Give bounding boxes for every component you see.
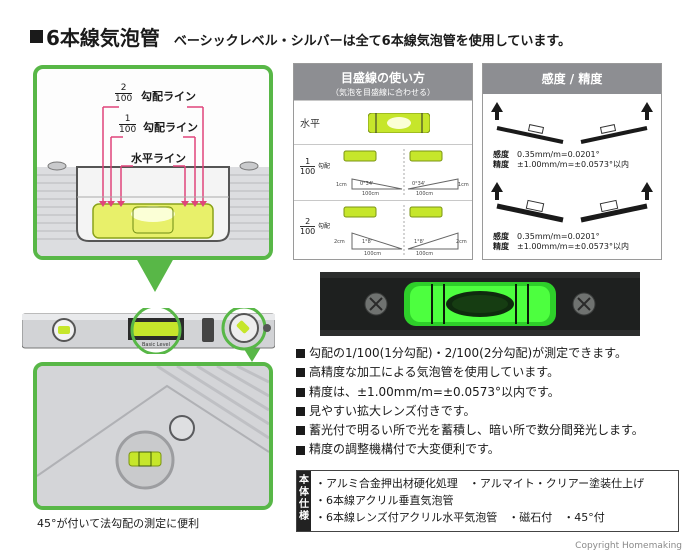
slope-angle-label: 0°34' <box>412 181 426 187</box>
page-title: 6本線気泡管 <box>46 26 160 50</box>
vial-closeup-panel: 2 100 勾配ライン 1 100 勾配ライン 水平ライン <box>33 65 273 260</box>
feature-item: 蓄光付で明るい所で光を蓄積し、暗い所で数分間発光します。 <box>296 421 696 440</box>
slope-base-label: 100cm <box>362 191 380 197</box>
precision-value: ±1.00mm/m=±0.0573°以内 <box>517 160 629 169</box>
feature-text: 勾配の1/100(1分勾配)・2/100(2分勾配)が測定できます。 <box>309 346 627 360</box>
bullet-square-icon <box>296 426 305 436</box>
sensitivity-box: 感度 / 精度 感度 0.35mm/m=0.0201° 精度 ±1.00mm/m… <box>482 63 662 260</box>
glowing-vial-photo <box>320 272 640 336</box>
spec-tag-char: 様 <box>299 511 309 522</box>
usage-box-header: 目盛線の使い方 （気泡を目盛線に合わせる） <box>294 64 472 100</box>
slope-height-label: 2cm <box>334 239 345 245</box>
page-subtitle: ベーシックレベル・シルバーは全て6本線気泡管を使用しています。 <box>173 34 572 49</box>
feature-text: 精度の調整機構付で大変便利です。 <box>309 442 500 457</box>
feature-item: 精度は、±1.00mm/m=±0.0573°以内です。 <box>296 383 696 402</box>
spec-tag-char: 体 <box>299 487 309 498</box>
vial-closeup-illustration <box>37 106 269 256</box>
feature-text: 精度は、±1.00mm/m=±0.0573°以内です。 <box>309 384 560 399</box>
sensitivity-box-header: 感度 / 精度 <box>483 64 661 94</box>
label-level-line: 水平ライン <box>131 152 186 165</box>
feature-item: 精度の調整機構付で大変便利です。 <box>296 440 696 459</box>
usage-row-label: 水平 <box>300 119 320 130</box>
bullet-square-icon <box>296 407 305 417</box>
fraction-denominator: 100 <box>119 125 137 135</box>
fraction-numerator: 1 <box>119 114 137 125</box>
slope-angle-label: 1°8' <box>362 239 373 245</box>
precision-label: 精度 <box>493 242 509 251</box>
sensitivity-text-1: 感度 0.35mm/m=0.0201° 精度 ±1.00mm/m=±0.0573… <box>493 150 629 170</box>
usage-box: 目盛線の使い方 （気泡を目盛線に合わせる） 水平 1 100 勾配 1cm 0°… <box>293 63 473 260</box>
fraction-denominator: 100 <box>300 227 316 236</box>
level-tool-illustration: Basic Level <box>21 304 276 356</box>
spec-tag: 本 体 仕 様 <box>297 471 311 531</box>
fraction-denominator: 100 <box>300 167 316 176</box>
feature-text: 見やすい拡大レンズ付きです。 <box>309 403 476 418</box>
sensitivity-text-2: 感度 0.35mm/m=0.0201° 精度 ±1.00mm/m=±0.0573… <box>493 232 629 252</box>
slope-2-diagram <box>343 205 459 255</box>
usage-row-1-100: 1 100 勾配 1cm 0°34' 100cm 0°34' 100cm 1cm <box>294 144 472 200</box>
fraction-denominator: 100 <box>115 94 133 104</box>
title-bar: 6本線気泡管 ベーシックレベル・シルバーは全て6本線気泡管を使用しています。 <box>30 22 571 50</box>
glowing-vial-illustration <box>320 272 640 336</box>
sensitivity-label: 感度 <box>493 150 509 159</box>
bullet-square-icon <box>296 387 305 397</box>
connector-arrow-icon <box>136 258 174 292</box>
slope-height-label: 2cm <box>456 239 467 245</box>
feature-text: 蓄光付で明るい所で光を蓄積し、暗い所で数分間発光します。 <box>309 423 644 438</box>
level-tool-image: Basic Level <box>21 304 276 356</box>
feature-text: 高精度な加工による気泡管を使用しています。 <box>309 365 560 380</box>
bullet-square-icon <box>296 349 305 359</box>
usage-box-subtitle: （気泡を目盛線に合わせる） <box>331 88 435 97</box>
spec-line: ・6本線レンズ付アクリル水平気泡管 ・磁石付 ・45°付 <box>315 511 605 524</box>
feature-item: 見やすい拡大レンズ付きです。 <box>296 402 696 421</box>
bullet-square-icon <box>296 368 305 378</box>
spec-lines: ・アルミ合金押出材硬化処理 ・アルマイト・クリアー塗装仕上げ ・6本線アクリル垂… <box>311 471 644 531</box>
sensitivity-diagram-1 <box>491 102 653 144</box>
label-2-100-text: 勾配ライン <box>141 90 196 103</box>
precision-value: ±1.00mm/m=±0.0573°以内 <box>517 242 629 251</box>
usage-row-level: 水平 <box>294 100 472 144</box>
label-1-100-text: 勾配ライン <box>143 121 198 134</box>
angle-vial-closeup-panel <box>33 362 273 510</box>
angle-vial-illustration <box>37 366 269 506</box>
slope-height-label: 1cm <box>336 182 347 188</box>
label-1-100-fraction: 1 100 <box>119 114 137 135</box>
slope-base-label: 100cm <box>416 251 434 257</box>
slope-angle-label: 1°8' <box>414 239 425 245</box>
slope-base-label: 100cm <box>364 251 382 257</box>
usage-box-title: 目盛線の使い方 <box>340 71 425 85</box>
slope-base-label: 100cm <box>416 191 434 197</box>
feature-item: 勾配の1/100(1分勾配)・2/100(2分勾配)が測定できます。 <box>296 344 696 363</box>
bullet-square-icon <box>296 445 305 455</box>
usage-row-fraction: 1 100 <box>300 157 316 176</box>
fraction-numerator: 2 <box>300 217 316 227</box>
slope-angle-label: 0°34' <box>360 181 374 187</box>
fraction-numerator: 1 <box>300 157 316 167</box>
spec-line: ・アルミ合金押出材硬化処理 ・アルマイト・クリアー塗装仕上げ <box>315 477 645 490</box>
slope-height-label: 1cm <box>458 182 469 188</box>
title-square-icon <box>30 29 43 43</box>
sensitivity-value: 0.35mm/m=0.0201° <box>517 150 600 159</box>
feature-list: 勾配の1/100(1分勾配)・2/100(2分勾配)が測定できます。 高精度な加… <box>296 344 696 460</box>
copyright-text: Copyright Homemaking <box>575 541 682 551</box>
feature-item: 高精度な加工による気泡管を使用しています。 <box>296 363 696 382</box>
slope-1-diagram <box>343 149 459 195</box>
usage-row-suffix: 勾配 <box>318 163 331 170</box>
precision-label: 精度 <box>493 160 509 169</box>
illustration-caption: 45°が付いて法勾配の測定に便利 <box>37 517 200 530</box>
usage-row-2-100: 2 100 勾配 2cm 1°8' 100cm 1°8' 100cm 2cm <box>294 200 472 260</box>
spec-tag-char: 本 <box>299 475 309 486</box>
usage-row-fraction: 2 100 <box>300 217 316 236</box>
usage-row-suffix: 勾配 <box>318 223 331 230</box>
sensitivity-diagram-2 <box>491 182 653 223</box>
spec-line: ・6本線アクリル垂直気泡管 <box>315 494 454 507</box>
fraction-numerator: 2 <box>115 83 133 94</box>
spec-box: 本 体 仕 様 ・アルミ合金押出材硬化処理 ・アルマイト・クリアー塗装仕上げ ・… <box>296 470 679 532</box>
sensitivity-label: 感度 <box>493 232 509 241</box>
level-vial-icon <box>368 113 430 133</box>
tool-brand-label: Basic Level <box>142 342 170 348</box>
label-2-100-fraction: 2 100 <box>115 83 133 104</box>
sensitivity-value: 0.35mm/m=0.0201° <box>517 232 600 241</box>
spec-tag-char: 仕 <box>299 499 309 510</box>
